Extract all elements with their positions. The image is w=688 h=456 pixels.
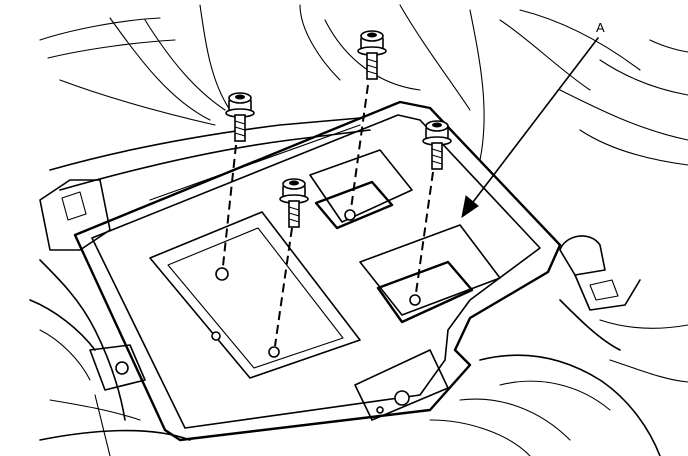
callout-a: A [461, 20, 605, 219]
callout-a-label: A [596, 20, 605, 35]
bolt-2 [279, 178, 309, 228]
battery-tray [73, 100, 562, 442]
callout-a-arrowhead [461, 195, 479, 219]
guide-line-3 [350, 84, 369, 210]
guide-line-1 [222, 144, 237, 267]
surrounding-body-panels [29, 4, 688, 456]
bolt-4 [422, 120, 452, 170]
bolt-3 [357, 30, 387, 80]
installation-guide-lines [222, 84, 434, 347]
guide-line-2 [274, 227, 293, 347]
bolt-1 [225, 92, 255, 142]
guide-line-4 [415, 171, 434, 294]
callout-a-leader [469, 37, 599, 207]
